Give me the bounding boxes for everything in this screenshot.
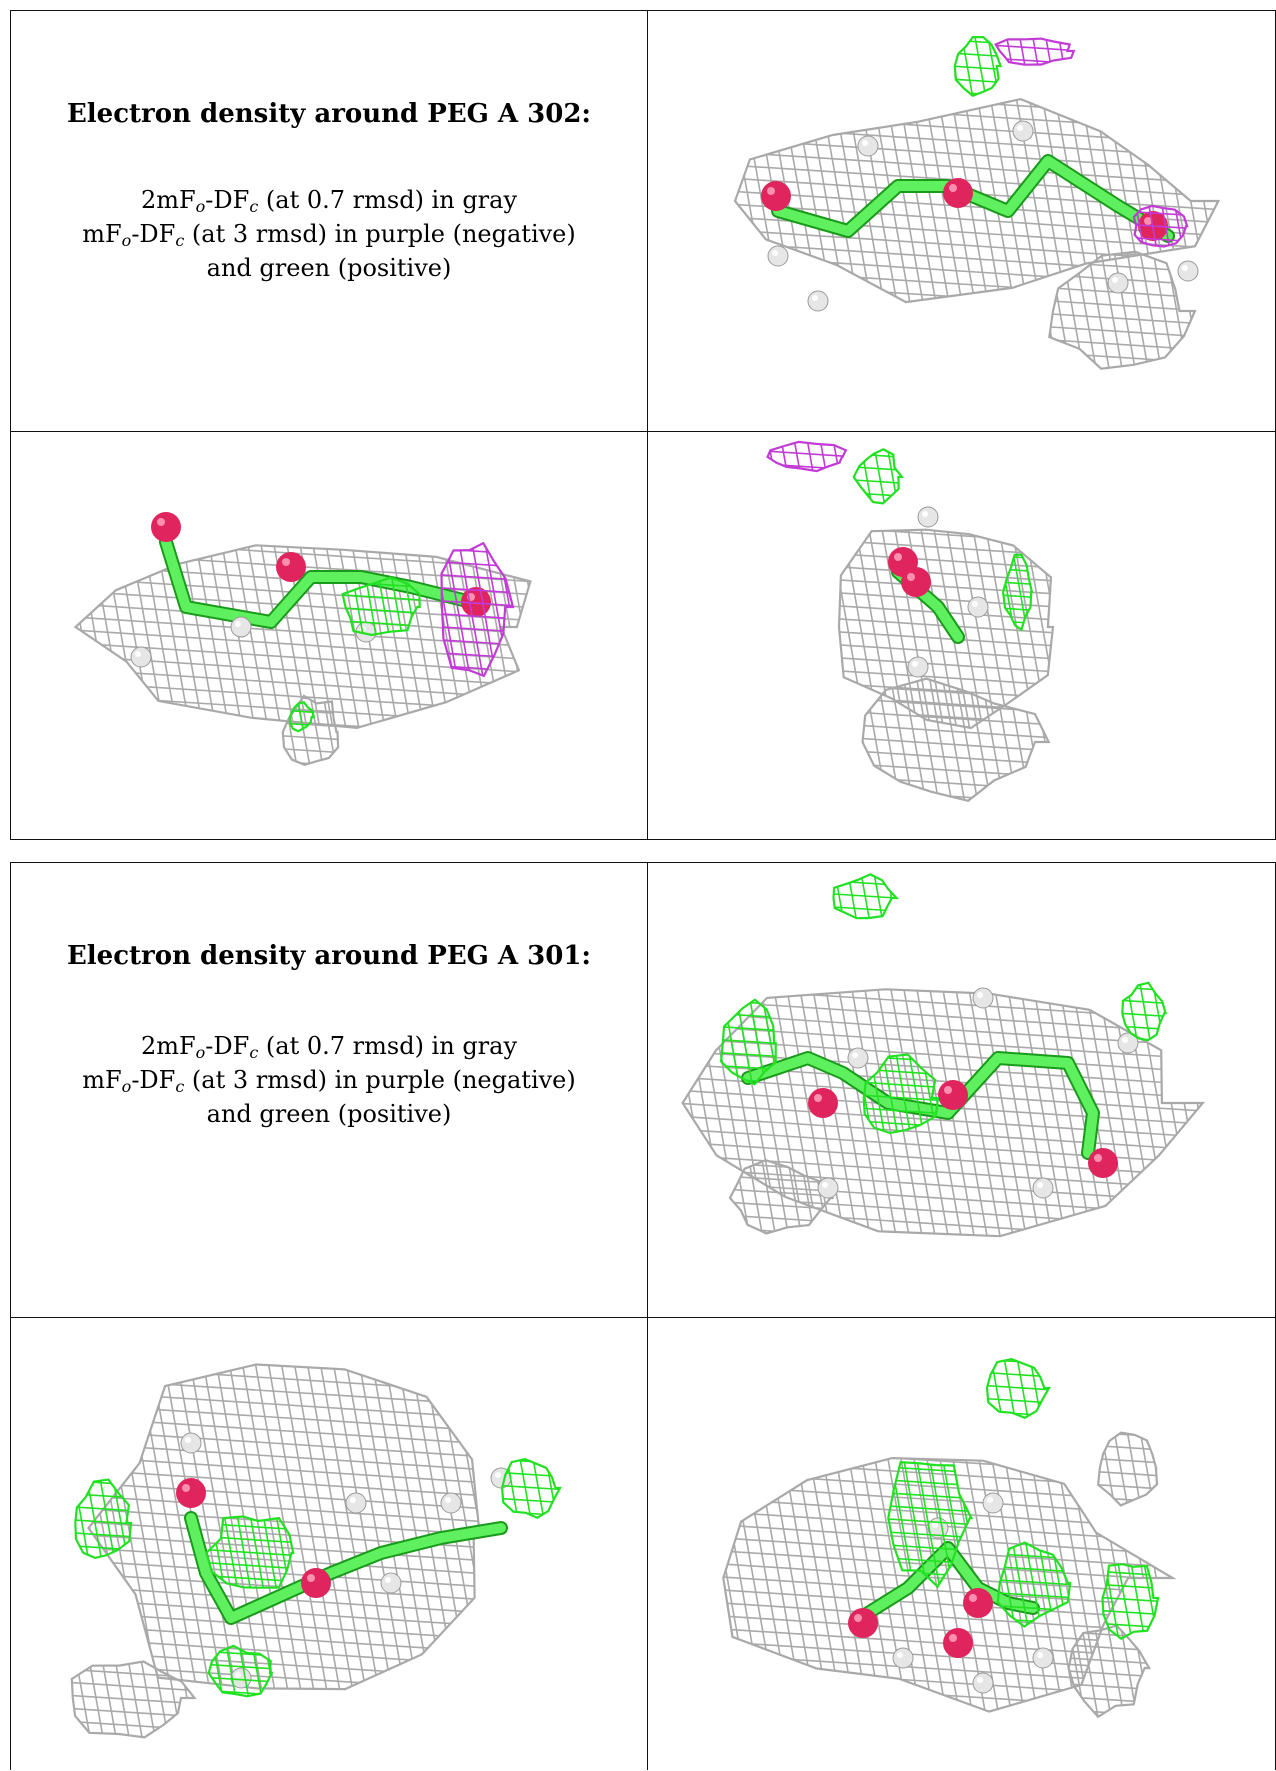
- gray-2fofc-mesh: [861, 677, 1051, 802]
- gray-2fofc-mesh: [837, 528, 1055, 730]
- legend-positive: and green (positive): [206, 254, 452, 282]
- legend-fofc: mFo-DFc (at 3 rmsd) in purple (negative): [82, 220, 576, 250]
- caption-cell: Electron density around PEG A 302: 2mFo-…: [11, 11, 647, 431]
- density-view-5: [11, 1318, 647, 1771]
- green-positive-mesh: [832, 873, 900, 920]
- oxygen-atom: [901, 567, 931, 597]
- green-positive-mesh: [500, 1457, 562, 1520]
- grid-divider-vertical: [647, 11, 648, 839]
- hydrogen-atom: [807, 290, 829, 312]
- hydrogen-atom: [847, 1047, 869, 1069]
- legend-positive: and green (positive): [206, 1100, 452, 1128]
- peg-ligand-model: [848, 1492, 1054, 1694]
- density-view-3: [648, 432, 1276, 841]
- hydrogen-atom: [345, 1492, 367, 1514]
- hydrogen-atom: [440, 1492, 462, 1514]
- oxygen-atom: [938, 1080, 968, 1110]
- grid-divider-horizontal: [11, 1317, 1275, 1318]
- peg-ligand-model: [176, 1432, 512, 1689]
- hydrogen-atom: [982, 1492, 1004, 1514]
- peg-ligand-model: [741, 987, 1139, 1199]
- legend-2fofc: 2mFo-DFc (at 0.7 rmsd) in gray: [140, 1032, 518, 1062]
- hydrogen-atom: [1032, 1177, 1054, 1199]
- oxygen-atom: [1088, 1148, 1118, 1178]
- legend-2fofc: 2mFo-DFc (at 0.7 rmsd) in gray: [140, 186, 518, 216]
- gray-2fofc-mesh: [722, 1456, 1177, 1713]
- gray-2fofc-mesh: [73, 544, 532, 730]
- hydrogen-atom: [767, 245, 789, 267]
- map-legend: 2mFo-DFc (at 0.7 rmsd) in gray mFo-DFc (…: [82, 183, 576, 285]
- gray-2fofc-mesh: [733, 97, 1221, 304]
- panel-heading: Electron density around PEG A 302:: [66, 99, 592, 129]
- peg-ligand-model: [888, 506, 989, 678]
- electron-density-render: [70, 1363, 562, 1739]
- hydrogen-atom: [907, 656, 929, 678]
- hydrogen-atom: [230, 616, 252, 638]
- green-positive-mesh: [953, 36, 1003, 97]
- density-view-2: [11, 432, 647, 841]
- caption-cell: Electron density around PEG A 301: 2mFo-…: [11, 863, 647, 1317]
- grid-divider-vertical: [647, 863, 648, 1770]
- peg-ligand-model: [130, 512, 491, 668]
- oxygen-atom: [808, 1088, 838, 1118]
- gray-2fofc-mesh: [1097, 1431, 1159, 1507]
- oxygen-atom: [176, 1478, 206, 1508]
- panel-heading: Electron density around PEG A 301:: [66, 941, 592, 971]
- peg-ligand-model: [761, 120, 1199, 312]
- electron-density-render: [766, 440, 1055, 802]
- oxygen-atom: [963, 1588, 993, 1618]
- figure-panel-peg-a-302: Electron density around PEG A 302: 2mFo-…: [10, 10, 1276, 840]
- electron-density-render: [681, 873, 1206, 1238]
- hydrogen-atom: [972, 987, 994, 1009]
- figure-panel-peg-a-301: Electron density around PEG A 301: 2mFo-…: [10, 862, 1276, 1770]
- hydrogen-atom: [817, 1177, 839, 1199]
- oxygen-atom: [301, 1568, 331, 1598]
- hydrogen-atom: [380, 1572, 402, 1594]
- oxygen-atom: [761, 181, 791, 211]
- oxygen-atom: [943, 178, 973, 208]
- legend-fofc: mFo-DFc (at 3 rmsd) in purple (negative): [82, 1066, 576, 1096]
- density-view-4: [648, 863, 1276, 1317]
- hydrogen-atom: [972, 1672, 994, 1694]
- oxygen-atom: [943, 1628, 973, 1658]
- oxygen-atom: [276, 552, 306, 582]
- purple-negative-mesh: [766, 440, 848, 473]
- hydrogen-atom: [1032, 1647, 1054, 1669]
- density-view-1: [648, 11, 1276, 431]
- hydrogen-atom: [130, 646, 152, 668]
- gray-2fofc-mesh: [87, 1363, 481, 1691]
- electron-density-render: [722, 1357, 1177, 1719]
- hydrogen-atom: [180, 1432, 202, 1454]
- hydrogen-atom: [892, 1647, 914, 1669]
- gray-2fofc-mesh: [681, 988, 1206, 1238]
- green-positive-mesh: [1101, 1563, 1160, 1641]
- map-legend: 2mFo-DFc (at 0.7 rmsd) in gray mFo-DFc (…: [82, 1029, 576, 1131]
- density-view-6: [648, 1318, 1276, 1771]
- electron-density-render: [73, 512, 532, 766]
- hydrogen-atom: [1107, 272, 1129, 294]
- oxygen-atom: [151, 512, 181, 542]
- oxygen-atom: [848, 1608, 878, 1638]
- hydrogen-atom: [967, 596, 989, 618]
- green-positive-mesh: [74, 1478, 133, 1560]
- green-positive-mesh: [852, 448, 905, 505]
- hydrogen-atom: [917, 506, 939, 528]
- hydrogen-atom: [1177, 260, 1199, 282]
- hydrogen-atom: [857, 135, 879, 157]
- grid-divider-horizontal: [11, 431, 1275, 432]
- hydrogen-atom: [1012, 120, 1034, 142]
- electron-density-render: [733, 36, 1221, 370]
- green-positive-mesh: [985, 1357, 1052, 1420]
